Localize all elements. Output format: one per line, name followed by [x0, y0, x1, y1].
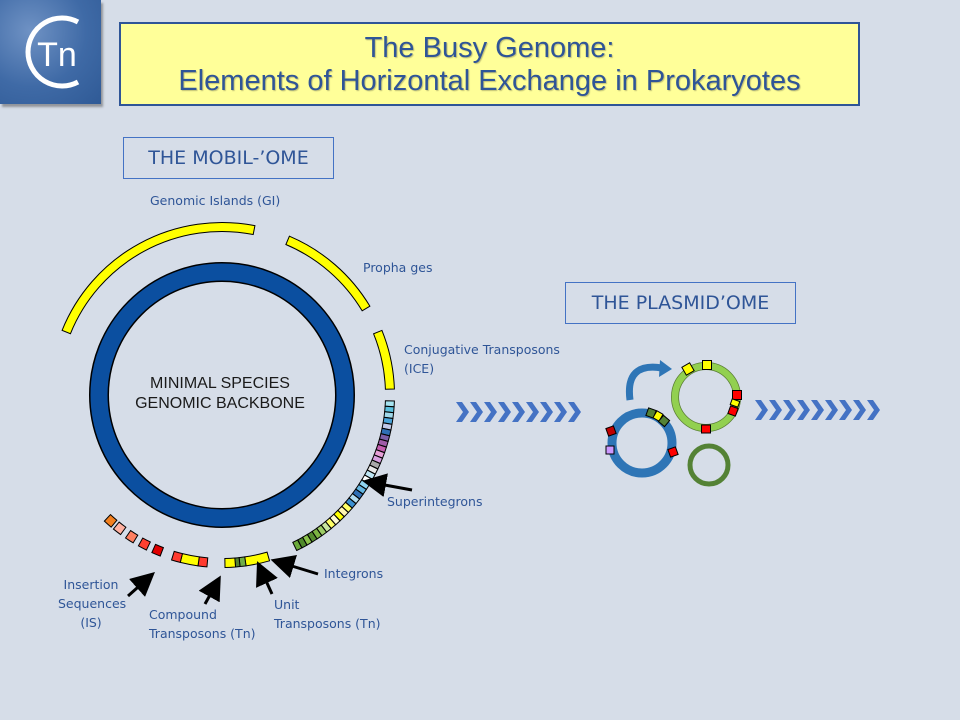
logo: Tn: [0, 0, 101, 104]
mobilome-heading: THE MOBIL-’OME: [123, 137, 334, 179]
superintegrons-arrow: [362, 473, 413, 497]
chevron-arrow-icon: [526, 402, 539, 422]
mobile-elements-ring: [61, 222, 395, 568]
plasmid-gene-block: [727, 405, 739, 417]
plasmid-green: [671, 362, 741, 432]
slide-title: The Busy Genome: Elements of Horizontal …: [119, 22, 860, 106]
insertion-sequence-block: [103, 513, 118, 528]
transfer-arrow-head: [659, 360, 672, 377]
insertion-sequences-arrow: [127, 572, 155, 598]
plasmid-blue: [607, 408, 677, 478]
compound-transposon-core: [179, 553, 200, 567]
chevron-arrow-icon: [540, 402, 553, 422]
title-line-1: The Busy Genome:: [364, 32, 615, 64]
chevron-arrow-icon: [797, 400, 810, 420]
chevron-arrow-icon: [568, 402, 581, 422]
integrons-arrow: [270, 555, 319, 578]
unit-transposon-segment: [224, 557, 237, 568]
label-compound-transposons: Compound Transposons (Tn): [149, 605, 256, 643]
chevron-arrow-icon: [512, 402, 525, 422]
label-unit-line-2: Transposons (Tn): [274, 616, 381, 631]
backbone-label: MINIMAL SPECIES GENOMIC BACKBONE: [110, 374, 330, 414]
label-conjugative-line-2: (ICE): [404, 361, 435, 376]
insertion-sequence-block: [112, 521, 127, 536]
label-is-line-1: Insertion: [63, 577, 119, 592]
logo-text: Tn: [37, 36, 77, 74]
chevron-arrow-icon: [811, 400, 824, 420]
label-unit-transposons: Unit Transposons (Tn): [274, 595, 381, 633]
plasmid-gene-block: [605, 445, 615, 455]
chevron-arrow-icon: [554, 402, 567, 422]
title-line-2: Elements of Horizontal Exchange in Proka…: [178, 65, 801, 97]
chevron-arrow-icon: [769, 400, 782, 420]
unit-transposon-segment: [244, 551, 271, 567]
c-tn-logo-icon: Tn: [25, 15, 80, 89]
chevron-arrow-icon: [456, 402, 469, 422]
plasmid-gene-block: [667, 446, 679, 458]
insertion-sequence-block: [137, 537, 151, 551]
chevron-arrow-icon: [839, 400, 852, 420]
compound-transposons-arrow: [198, 575, 221, 605]
backbone-ring: [90, 263, 354, 527]
label-integrons: Integrons: [324, 566, 384, 581]
chevron-arrows-left: [456, 402, 581, 422]
plasmid-gene-block: [681, 362, 695, 376]
insertion-sequence-block: [124, 529, 139, 544]
plasmid-gene-block: [729, 398, 741, 408]
chevron-arrow-icon: [825, 400, 838, 420]
insertion-sequence-block: [151, 543, 165, 557]
label-genomic-islands: Genomic Islands (GI): [150, 193, 281, 208]
plasmid-gene-blocks: [605, 360, 742, 458]
label-insertion-sequences: Insertion Sequences (IS): [58, 575, 127, 632]
chevron-arrow-icon: [867, 400, 880, 420]
chevron-arrow-icon: [484, 402, 497, 422]
chevron-arrow-icon: [755, 400, 768, 420]
transfer-curved-arrow: [625, 363, 663, 401]
label-conjugative-line-1: Conjugative Transposons: [404, 342, 560, 357]
label-superintegrons: Superintegrons: [387, 494, 483, 509]
plasmid-gene-block: [657, 414, 671, 428]
label-compound-line-2: Transposons (Tn): [149, 626, 256, 641]
chevron-arrow-icon: [783, 400, 796, 420]
label-compound-line-1: Compound: [149, 607, 217, 622]
plasmid-gene-block: [732, 390, 742, 400]
plasmid-gene-block: [605, 425, 617, 437]
label-is-line-2: Sequences: [58, 596, 127, 611]
plasmid-small: [687, 443, 731, 487]
label-prophages: Propha ges: [363, 260, 433, 275]
label-is-line-3: (IS): [80, 615, 102, 630]
superintegron-cassette: [384, 400, 395, 408]
chevron-arrow-icon: [853, 400, 866, 420]
unit-transposons-arrow: [256, 561, 278, 595]
plasmid-gene-block: [701, 424, 711, 434]
label-conjugative-transposons: Conjugative Transposons (ICE): [404, 340, 560, 378]
chevron-arrows-right: [755, 400, 880, 420]
prophage-arc: [285, 235, 371, 312]
genomic-island-arc: [61, 222, 256, 335]
chevron-arrow-icon: [470, 402, 483, 422]
backbone-label-line-2: GENOMIC BACKBONE: [135, 395, 305, 412]
label-unit-line-1: Unit: [274, 597, 300, 612]
plasmid-gene-block: [702, 360, 712, 370]
chevron-arrow-icon: [498, 402, 511, 422]
superintegron-cassette: [292, 539, 303, 552]
conjugative-transposon-arc: [372, 329, 395, 390]
backbone-label-line-1: MINIMAL SPECIES: [150, 375, 290, 392]
plasmidome-heading: THE PLASMID’OME: [565, 282, 796, 324]
compound-transposon-is: [170, 550, 184, 563]
